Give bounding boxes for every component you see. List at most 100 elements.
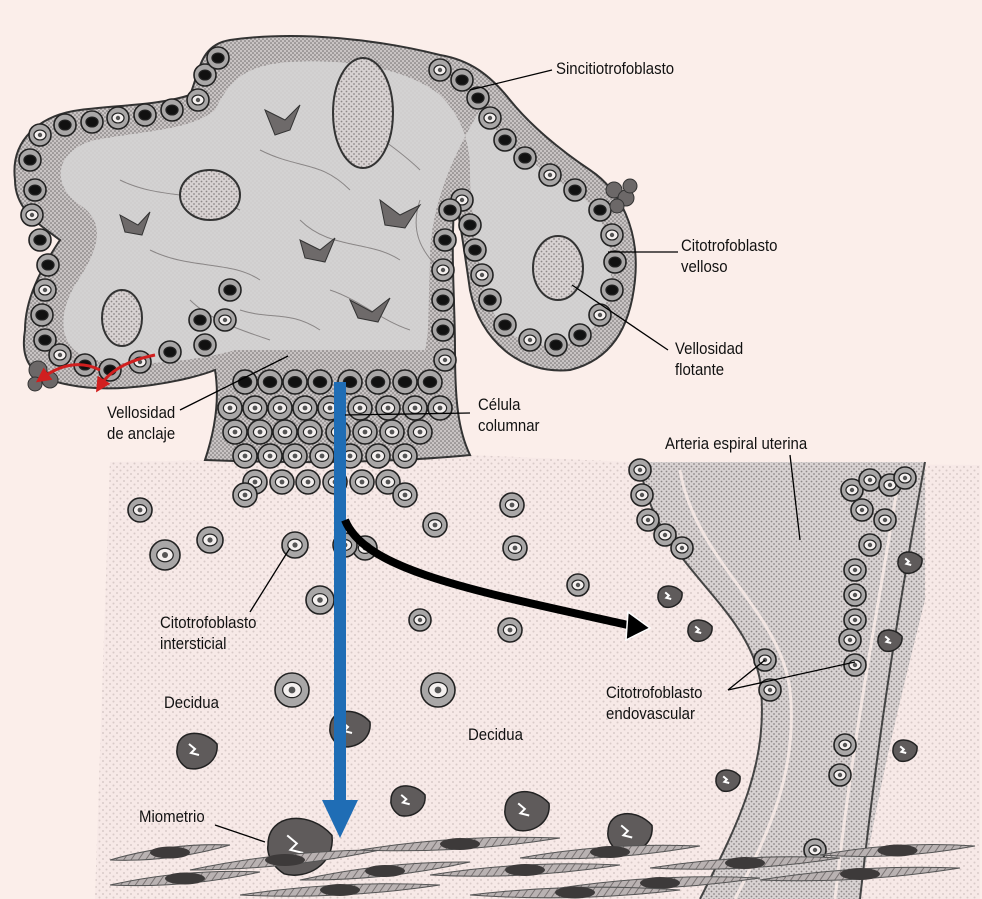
column-cell — [376, 396, 400, 420]
label-arteria-espiral: Arteria espiral uterina — [665, 433, 807, 454]
villous-cell — [19, 149, 41, 171]
villous-cell — [545, 334, 567, 356]
villous-cell — [107, 107, 129, 129]
endovascular-cell — [844, 609, 866, 631]
column-cell — [218, 396, 242, 420]
label-celula-columnar: Célula columnar — [478, 394, 540, 436]
villous-cell — [459, 214, 481, 236]
label-vellosidad-anclaje: Vellosidad de anclaje — [107, 402, 175, 444]
column-cell — [283, 370, 307, 394]
column-cell — [366, 444, 390, 468]
villous-cell — [187, 89, 209, 111]
interstitial-cell — [421, 673, 455, 707]
label-vellosidad-flotante: Vellosidad flotante — [675, 338, 743, 380]
column-cell — [268, 396, 292, 420]
interstitial-cell — [150, 540, 180, 570]
column-cell — [298, 420, 322, 444]
villous-cell — [24, 179, 46, 201]
villous-cell — [29, 124, 51, 146]
endovascular-cell — [629, 459, 651, 481]
label-miometrio: Miometrio — [139, 806, 205, 827]
label-decidua-center: Decidua — [468, 724, 523, 745]
villous-cell — [434, 229, 456, 251]
endovascular-cell — [844, 559, 866, 581]
column-cell — [223, 420, 247, 444]
label-vellosidad-flotante-line1: Vellosidad — [675, 338, 743, 359]
endovascular-cell — [671, 537, 693, 559]
interstitial-cell — [393, 483, 417, 507]
villous-cell — [432, 259, 454, 281]
villous-cell — [434, 349, 456, 371]
label-citotrofoblasto-intersticial-line2: intersticial — [160, 633, 256, 654]
interstitial-cell — [503, 536, 527, 560]
villous-cell — [514, 147, 536, 169]
villous-cell — [219, 279, 241, 301]
villous-cell — [539, 164, 561, 186]
column-cell — [270, 470, 294, 494]
villous-cell — [432, 319, 454, 341]
villous-cell — [34, 279, 56, 301]
interstitial-cell — [498, 618, 522, 642]
endovascular-cell — [839, 629, 861, 651]
column-cell — [353, 420, 377, 444]
endovascular-cell — [844, 584, 866, 606]
endovascular-cell — [894, 467, 916, 489]
column-cell — [418, 370, 442, 394]
villous-cell — [214, 309, 236, 331]
villous-cell — [601, 279, 623, 301]
endovascular-cell — [834, 734, 856, 756]
villous-cell — [194, 334, 216, 356]
column-cell — [258, 444, 282, 468]
column-cell — [403, 396, 427, 420]
label-decidua-left: Decidua — [164, 692, 219, 713]
villous-cell — [479, 107, 501, 129]
interstitial-cell — [275, 673, 309, 707]
label-citotrofoblasto-velloso: Citotrofoblasto velloso — [681, 235, 777, 277]
interstitial-cell — [500, 493, 524, 517]
label-vellosidad-anclaje-line2: de anclaje — [107, 423, 175, 444]
column-cell — [273, 420, 297, 444]
villous-cell — [564, 179, 586, 201]
column-cell — [366, 370, 390, 394]
endovascular-cell — [859, 534, 881, 556]
column-cell — [243, 396, 267, 420]
villous-cell — [134, 104, 156, 126]
endovascular-cell — [631, 484, 653, 506]
villous-cell — [464, 239, 486, 261]
villous-cell — [519, 329, 541, 351]
column-cell — [233, 444, 257, 468]
villous-cell — [494, 314, 516, 336]
villous-cell — [159, 341, 181, 363]
villous-cell — [429, 59, 451, 81]
villous-cell — [207, 47, 229, 69]
label-citotrofoblasto-endovascular-line2: endovascular — [606, 703, 702, 724]
villous-cell — [479, 289, 501, 311]
column-cell — [283, 444, 307, 468]
label-citotrofoblasto-intersticial-line1: Citotrofoblasto — [160, 612, 256, 633]
endovascular-cell — [851, 499, 873, 521]
interstitial-cell — [423, 513, 447, 537]
label-citotrofoblasto-endovascular: Citotrofoblasto endovascular — [606, 682, 702, 724]
endovascular-cell — [637, 509, 659, 531]
interstitial-cell — [409, 609, 431, 631]
endovascular-cell — [859, 469, 881, 491]
column-cell — [408, 420, 432, 444]
villous-cell — [439, 199, 461, 221]
villous-cell — [494, 129, 516, 151]
column-cell — [428, 396, 452, 420]
column-cell — [293, 396, 317, 420]
villous-cell — [604, 251, 626, 273]
villous-cell — [589, 199, 611, 221]
interstitial-cell — [233, 483, 257, 507]
villous-cell — [161, 99, 183, 121]
villous-cell — [471, 264, 493, 286]
label-citotrofoblasto-velloso-line1: Citotrofoblasto — [681, 235, 777, 256]
label-citotrofoblasto-velloso-line2: velloso — [681, 256, 777, 277]
villous-cell — [589, 304, 611, 326]
interstitial-cell — [128, 498, 152, 522]
villous-cell — [49, 344, 71, 366]
villous-cell — [21, 204, 43, 226]
column-cell — [308, 370, 332, 394]
